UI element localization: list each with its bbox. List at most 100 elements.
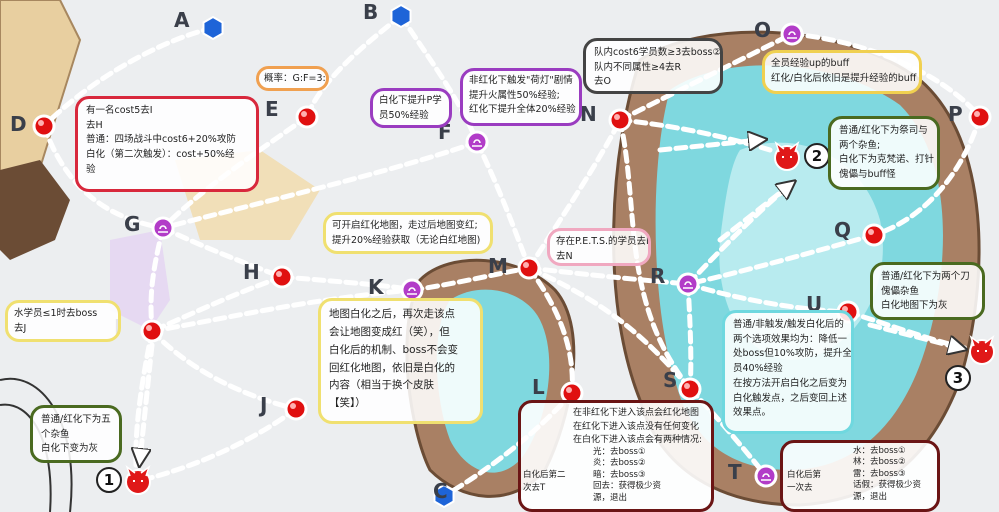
route-arrow xyxy=(657,140,760,153)
note-f-whiten: 白化下提升P学员50%经验 xyxy=(370,88,452,128)
node-highlight xyxy=(276,271,282,277)
battle-node-N[interactable] xyxy=(608,108,632,132)
note-r-effect: 普通/非触发/触发白化后的两个选项效果均为：降低一处boss但10%攻防，提升全… xyxy=(722,310,854,434)
node-label-T: T xyxy=(728,460,742,484)
boss-horns-icon xyxy=(774,140,800,153)
note-l-box: 在非红化下进入该点会红化地图在红化下进入该点没有任何变化在白化下进入该点会有两种… xyxy=(518,400,714,512)
note-t-side: 白化后第一次去 xyxy=(787,470,822,493)
person-icon xyxy=(683,281,693,289)
battle-node-P[interactable] xyxy=(968,105,992,129)
ground-lavender xyxy=(110,230,170,330)
node-highlight xyxy=(684,383,690,389)
node-label-H: H xyxy=(243,260,260,284)
battle-node-M[interactable] xyxy=(517,256,541,280)
note-l-text: 在非红化下进入该点会红化地图在红化下进入该点没有任何变化在白化下进入该点会有两种… xyxy=(573,408,703,445)
event-node-K[interactable] xyxy=(400,278,424,302)
node-label-J: J xyxy=(260,393,268,417)
person-icon xyxy=(761,473,771,481)
node-label-M: M xyxy=(488,254,508,278)
route-segment xyxy=(149,274,285,334)
event-node-O[interactable] xyxy=(780,22,804,46)
note-k-redmap: 可开启红化地图，走过后地图变红;提升20%经验获取（无论白红地图) xyxy=(323,212,493,254)
note-l-side: 白化后第二次去T xyxy=(523,470,566,493)
node-label-L: L xyxy=(532,375,545,399)
route-arrow xyxy=(140,342,155,460)
route-segment xyxy=(526,265,575,396)
battle-node-S[interactable] xyxy=(678,377,702,401)
battle-node-H[interactable] xyxy=(270,265,294,289)
note-boss1: 普通/红化下为五个杂鱼白化下变为灰 xyxy=(30,405,122,463)
route-segment xyxy=(279,274,415,293)
route-segment xyxy=(409,265,532,293)
node-label-S: S xyxy=(663,368,678,392)
battle-node-Q[interactable] xyxy=(862,223,886,247)
note-rate: 概率：G:F=3:1 xyxy=(256,66,329,91)
battle-node-D[interactable] xyxy=(32,114,56,138)
person-icon xyxy=(472,139,482,147)
node-label-C: C xyxy=(433,479,448,503)
route-segment xyxy=(147,406,299,481)
route-segment xyxy=(41,123,166,231)
route-segment xyxy=(474,139,532,271)
route-segment xyxy=(526,265,693,392)
boss-horns-icon xyxy=(969,334,995,347)
route-segment xyxy=(149,287,415,334)
boss-node-2[interactable] xyxy=(774,145,800,171)
route-lines xyxy=(41,13,983,499)
node-label-Q: Q xyxy=(834,218,852,242)
node-label-G: G xyxy=(124,212,141,236)
boss-node-3[interactable] xyxy=(969,339,995,365)
battle-node-J[interactable] xyxy=(284,397,308,421)
node-label-B: B xyxy=(363,0,379,24)
node-label-K: K xyxy=(368,275,384,299)
event-node-F[interactable] xyxy=(465,130,489,154)
route-segment xyxy=(526,117,623,271)
node-highlight xyxy=(614,114,620,120)
route-segment xyxy=(526,265,691,287)
node-highlight xyxy=(290,403,296,409)
boss-node-1[interactable] xyxy=(125,469,151,495)
event-node-G[interactable] xyxy=(151,216,175,240)
route-segment xyxy=(160,114,310,231)
node-label-R: R xyxy=(650,264,666,288)
node-highlight xyxy=(974,111,980,117)
battle-node-I[interactable] xyxy=(140,319,164,343)
node-highlight xyxy=(523,262,529,268)
boss-number-1: 1 xyxy=(96,467,122,493)
start-node-C[interactable] xyxy=(433,483,455,509)
battle-node-E[interactable] xyxy=(295,105,319,129)
start-node-B[interactable] xyxy=(390,3,412,29)
node-label-O: O xyxy=(754,18,772,42)
route-segment xyxy=(160,139,480,231)
node-label-P: P xyxy=(948,102,963,126)
route-segment xyxy=(149,328,299,412)
boss-number-2: 2 xyxy=(804,143,830,169)
route-segment xyxy=(871,114,983,238)
boss-horns-icon xyxy=(125,464,151,477)
event-node-T[interactable] xyxy=(754,464,778,488)
start-node-A[interactable] xyxy=(202,15,224,41)
route-segment xyxy=(685,281,694,392)
route-segment xyxy=(304,13,404,120)
route-segment xyxy=(685,232,877,287)
route-segment xyxy=(41,25,216,129)
node-label-N: N xyxy=(580,102,597,126)
ground-left-rock xyxy=(0,160,70,260)
route-arrow xyxy=(717,185,790,243)
note-boss2: 普通/红化下为祭司与两个杂鱼;白化下为克梵诺、打针傀儡与buff怪 xyxy=(828,116,940,190)
node-highlight xyxy=(566,387,572,393)
route-segment xyxy=(160,225,285,280)
route-arrow xyxy=(867,322,960,348)
route-segment xyxy=(398,13,480,145)
person-icon xyxy=(407,287,417,295)
person-icon xyxy=(787,31,797,39)
event-node-R[interactable] xyxy=(676,272,700,296)
note-map-white: 地图白化之后，再次走该点会让地图变成红（笑），但白化后的机制、boss不会变回红… xyxy=(318,298,483,424)
